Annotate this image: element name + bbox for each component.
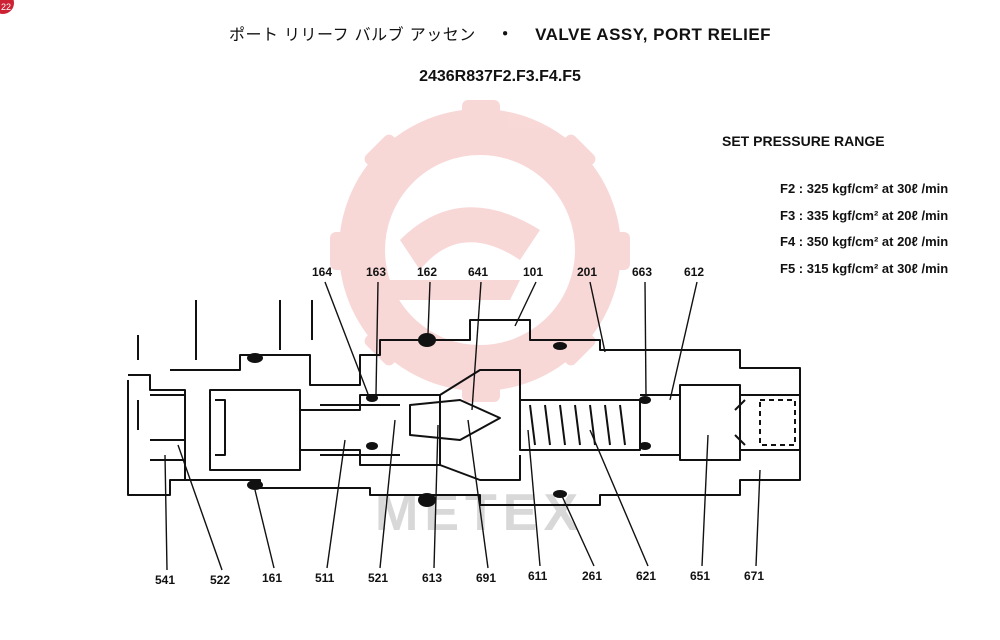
- pressure-row-f5: F5 : 315 kgf/cm² at 30ℓ /min: [780, 260, 949, 276]
- callout-621: 621: [636, 569, 656, 583]
- callout-511: 511: [315, 571, 335, 585]
- callout-163: 163: [366, 265, 386, 279]
- pressure-range-heading: SET PRESSURE RANGE: [722, 133, 885, 149]
- title-separator: ・: [496, 25, 515, 44]
- callout-522: 522: [210, 573, 230, 587]
- bottom-callouts: 541 522 161 511 521 613 691 611 261 621 …: [155, 569, 764, 587]
- callout-671: 671: [744, 569, 764, 583]
- callout-651: 651: [690, 569, 710, 583]
- title-japanese: ポート リリーフ バルブ アッセン: [228, 25, 476, 44]
- page-number-badge: 22: [0, 0, 14, 14]
- callout-691: 691: [476, 571, 496, 585]
- callout-261: 261: [582, 569, 602, 583]
- callout-101: 101: [523, 265, 543, 279]
- callout-641: 641: [468, 265, 488, 279]
- watermark-text: METEX: [375, 484, 584, 542]
- callout-663: 663: [632, 265, 652, 279]
- bottom-leader-lines: [164, 419, 761, 571]
- callout-164: 164: [312, 265, 332, 279]
- top-callouts: 164 163 162 641 101 201 663 612: [312, 265, 704, 279]
- callout-161: 161: [262, 571, 282, 585]
- top-leader-lines: [324, 281, 698, 411]
- callout-541: 541: [155, 573, 175, 587]
- callout-613: 613: [422, 571, 442, 585]
- title-english: VALVE ASSY, PORT RELIEF: [535, 25, 772, 44]
- callout-611: 611: [528, 569, 548, 583]
- part-number: 2436R837F2.F3.F4.F5: [419, 68, 581, 85]
- pressure-row-f2: F2 : 325 kgf/cm² at 30ℓ /min: [780, 181, 949, 196]
- pressure-range-list: F2 : 325 kgf/cm² at 30ℓ /min F3 : 335 kg…: [780, 176, 948, 282]
- o-rings: [247, 333, 651, 507]
- callout-612: 612: [684, 265, 704, 279]
- callout-201: 201: [577, 265, 597, 279]
- pressure-row-f3: F3 : 335 kgf/cm² at 20ℓ /min: [780, 207, 949, 223]
- callout-521: 521: [368, 571, 388, 585]
- watermark-gear-logo: [330, 100, 630, 402]
- diagram-title: ポート リリーフ バルブ アッセン ・ VALVE ASSY, PORT REL…: [0, 20, 1000, 45]
- callout-162: 162: [417, 265, 437, 279]
- pressure-row-f4: F4 : 350 kgf/cm² at 20ℓ /min: [780, 234, 949, 249]
- valve-body-outline: [127, 300, 801, 506]
